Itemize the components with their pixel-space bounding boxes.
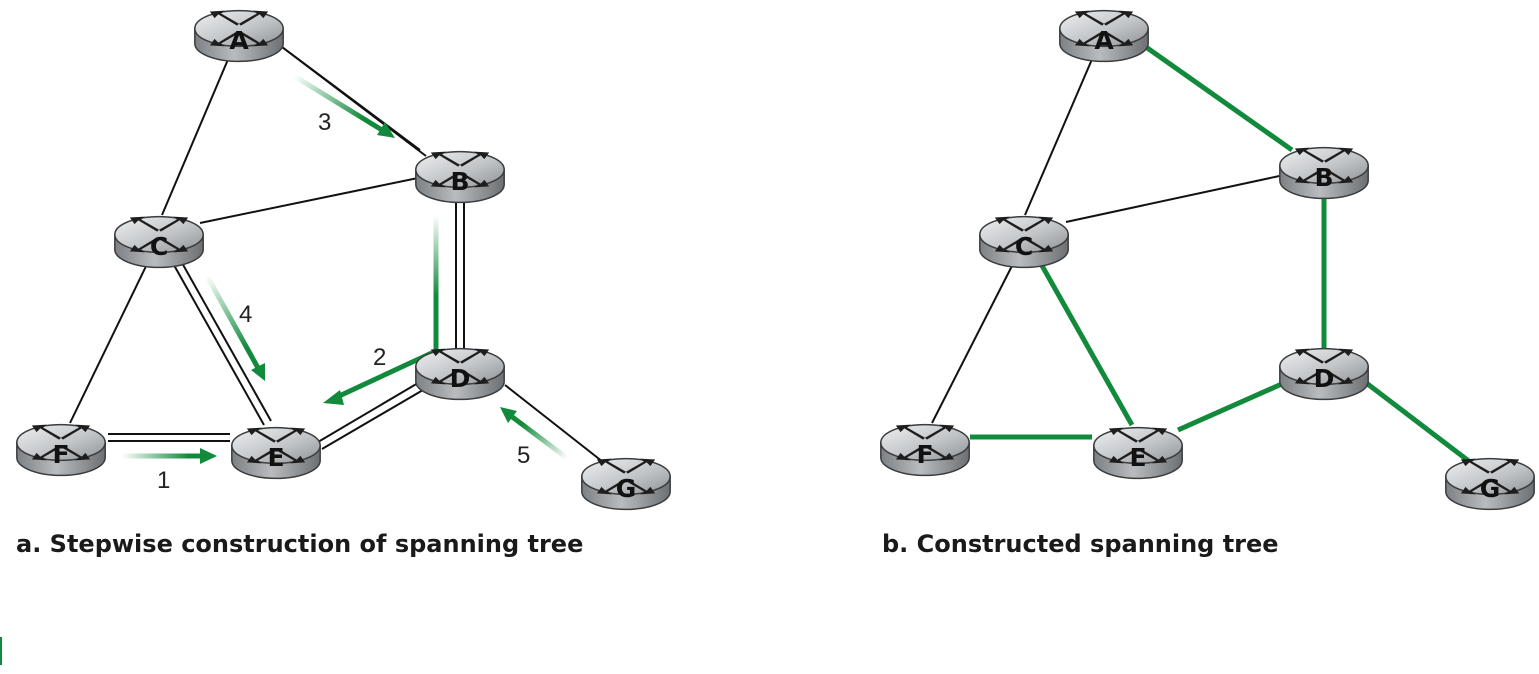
link-b-cf bbox=[931, 257, 1017, 424]
step-4-arrow bbox=[204, 274, 265, 381]
router-c-panel-b: C bbox=[979, 215, 1069, 269]
link-a-ac bbox=[161, 49, 233, 216]
router-e-panel-a: E bbox=[231, 426, 321, 480]
router-label-c: C bbox=[150, 232, 168, 261]
step-5-arrow bbox=[500, 407, 569, 460]
caption-panel-a: a. Stepwise construction of spanning tre… bbox=[16, 530, 584, 558]
router-label-d: D bbox=[450, 364, 471, 393]
router-label-a: A bbox=[229, 26, 249, 55]
router-label-e: E bbox=[1129, 443, 1146, 472]
router-label-e: E bbox=[267, 443, 284, 472]
router-c-panel-a: C bbox=[114, 215, 204, 269]
router-b-panel-a: B bbox=[415, 150, 505, 204]
router-d-panel-b: D bbox=[1279, 347, 1369, 401]
link-a-ce-1 bbox=[169, 257, 265, 426]
router-label-f: F bbox=[52, 440, 69, 469]
link-a-de-2 bbox=[321, 389, 424, 450]
router-label-b: B bbox=[1314, 163, 1333, 192]
step-label-2: 2 bbox=[373, 344, 386, 371]
router-d-panel-a: D bbox=[415, 347, 505, 401]
step-label-3: 3 bbox=[318, 109, 331, 136]
tree-link-ce bbox=[1033, 253, 1135, 427]
panel-a-links bbox=[69, 37, 604, 463]
router-label-d: D bbox=[1314, 364, 1335, 393]
tree-link-dg bbox=[1363, 380, 1472, 464]
router-label-a: A bbox=[1094, 26, 1114, 55]
router-f-panel-b: F bbox=[880, 423, 970, 477]
link-a-ce-2 bbox=[176, 253, 272, 422]
link-b-bc bbox=[1065, 174, 1285, 223]
router-label-g: G bbox=[616, 474, 637, 503]
router-label-b: B bbox=[450, 167, 469, 196]
step-label-4: 4 bbox=[239, 301, 252, 328]
link-a-bc bbox=[199, 177, 419, 224]
router-label-c: C bbox=[1015, 232, 1033, 261]
link-a-cf bbox=[69, 257, 151, 424]
step-label-1: 1 bbox=[157, 467, 170, 494]
router-label-g: G bbox=[1480, 474, 1501, 503]
link-b-ac bbox=[1024, 49, 1097, 216]
corner-mark bbox=[0, 637, 2, 665]
link-a-de-1 bbox=[317, 382, 419, 443]
router-g-panel-b: G bbox=[1445, 457, 1535, 511]
router-e-panel-b: E bbox=[1093, 426, 1183, 480]
router-label-f: F bbox=[916, 440, 933, 469]
router-a-panel-b: A bbox=[1059, 9, 1149, 63]
link-a-ab-2 bbox=[277, 43, 427, 157]
panel-a-step-arrows bbox=[122, 73, 569, 464]
tree-link-ab bbox=[1134, 37, 1294, 153]
step-label-5: 5 bbox=[517, 442, 530, 469]
step-1-arrow bbox=[122, 448, 217, 464]
tree-link-de bbox=[1176, 380, 1286, 433]
router-b-panel-b: B bbox=[1279, 146, 1369, 200]
router-a-panel-a: A bbox=[194, 9, 284, 63]
caption-panel-b: b. Constructed spanning tree bbox=[882, 530, 1279, 558]
router-g-panel-a: G bbox=[581, 457, 671, 511]
panel-b-links bbox=[931, 37, 1472, 464]
router-f-panel-a: F bbox=[16, 423, 106, 477]
step-3-arrow bbox=[292, 73, 395, 138]
link-a-dg bbox=[504, 384, 604, 463]
